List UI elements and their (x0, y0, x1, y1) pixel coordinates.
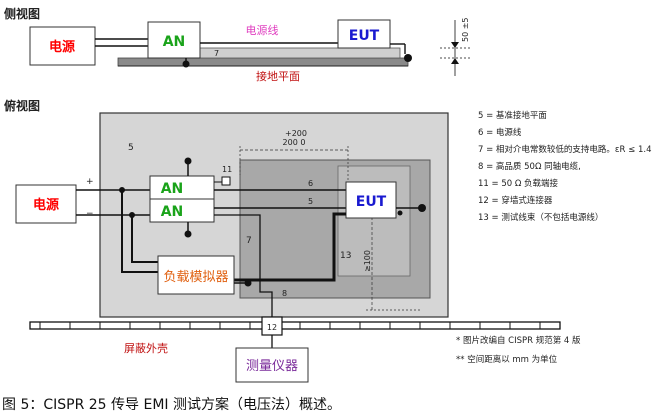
side-view: 侧视图 7 电源 AN 电源线 EUT 接地平面 50 ± (4, 6, 470, 83)
note-item: * 图片改编自 CISPR 规范第 4 版 (456, 335, 581, 346)
load-ground-dot (244, 279, 252, 287)
label-7: 7 (246, 236, 252, 246)
eut-point (397, 210, 403, 216)
legend-item: 7 = 相对介电常数较低的支持电路。εR ≤ 1.4 (478, 144, 651, 155)
notes: * 图片改编自 CISPR 规范第 4 版 ** 空间距离以 mm 为单位 (456, 335, 581, 365)
label-8: 8 (282, 289, 287, 298)
dim-mid-label: 200 0 (283, 138, 306, 147)
label-5: 5 (128, 143, 134, 153)
figure-caption: 图 5：CISPR 25 传导 EMI 测试方案（电压法）概述。 (2, 397, 341, 413)
side-an-label: AN (163, 34, 186, 50)
shield-wall (29, 321, 561, 330)
label-13: 13 (340, 251, 351, 261)
dim-side-label: ≥100 (363, 250, 372, 272)
shield-wall-hatching (39, 322, 541, 329)
an-label-2: AN (161, 204, 184, 220)
side-an-box (147, 21, 201, 59)
plus-sign: + (86, 177, 94, 187)
meter-label: 测量仪器 (246, 359, 298, 374)
side-ground-plane (117, 57, 409, 67)
note-item: ** 空间距离以 mm 为单位 (456, 354, 558, 365)
minus-sign: − (86, 209, 94, 219)
side-an-ground-dot (182, 60, 190, 68)
power-box (15, 184, 77, 224)
label-5b: 5 (308, 197, 313, 206)
legend-item: 12 = 穿墙式连接器 (478, 195, 553, 206)
load-simulator-box (157, 255, 235, 295)
load-wire-1 (121, 190, 158, 273)
legend-item: 13 = 测试线束（不包括电源线） (478, 212, 603, 223)
an-ground-dot-bottom (184, 230, 192, 238)
termination-11 (221, 176, 231, 186)
side-cable-label: 电源线 (246, 23, 279, 37)
top-view: 俯视图 5 7 13 +200 200 0 ≥100 电源 + − AN AN (4, 98, 561, 383)
side-label-7: 7 (214, 49, 219, 58)
top-view-title: 俯视图 (4, 98, 40, 113)
label-12: 12 (267, 323, 277, 332)
side-dim-arrow-up (451, 58, 459, 64)
shield-label: 屏蔽外壳 (124, 341, 168, 355)
load-simulator-label: 负载模拟器 (163, 270, 228, 285)
power-label: 电源 (33, 197, 59, 213)
legend-item: 11 = 50 Ω 负载端接 (478, 178, 559, 189)
meter-box (235, 347, 309, 383)
label-11: 11 (222, 165, 232, 174)
side-eut-ground-dot (404, 54, 412, 62)
side-view-title: 侧视图 (4, 6, 40, 21)
legend: 5 = 基准接地平面 6 = 电源线 7 = 相对介电常数较低的支持电路。εR … (478, 110, 651, 223)
eut-label: EUT (356, 194, 387, 210)
label-6: 6 (308, 179, 313, 188)
coax-8 (214, 214, 273, 318)
an-label-1: AN (161, 181, 184, 197)
side-support-7 (189, 47, 401, 59)
eut-box (345, 181, 397, 219)
legend-item: 5 = 基准接地平面 (478, 110, 547, 121)
eut-ground-dot (418, 204, 426, 212)
legend-item: 8 = 高品质 50Ω 同轴电缆, (478, 161, 581, 172)
legend-item: 6 = 电源线 (478, 127, 522, 138)
dim-top-label: +200 (285, 129, 307, 138)
junction-1 (119, 187, 125, 193)
an-box-2 (149, 198, 215, 223)
side-eut-label: EUT (349, 28, 380, 44)
side-power-label: 电源 (49, 39, 75, 55)
side-eut-box (337, 19, 391, 49)
side-dim-label: 50 ±5 (461, 17, 470, 42)
side-ground-label: 接地平面 (256, 70, 300, 83)
load-wire-2 (131, 215, 158, 263)
an-ground-dot-top (184, 157, 192, 165)
junction-2 (129, 212, 135, 218)
side-dim-arrow-down (451, 42, 459, 48)
